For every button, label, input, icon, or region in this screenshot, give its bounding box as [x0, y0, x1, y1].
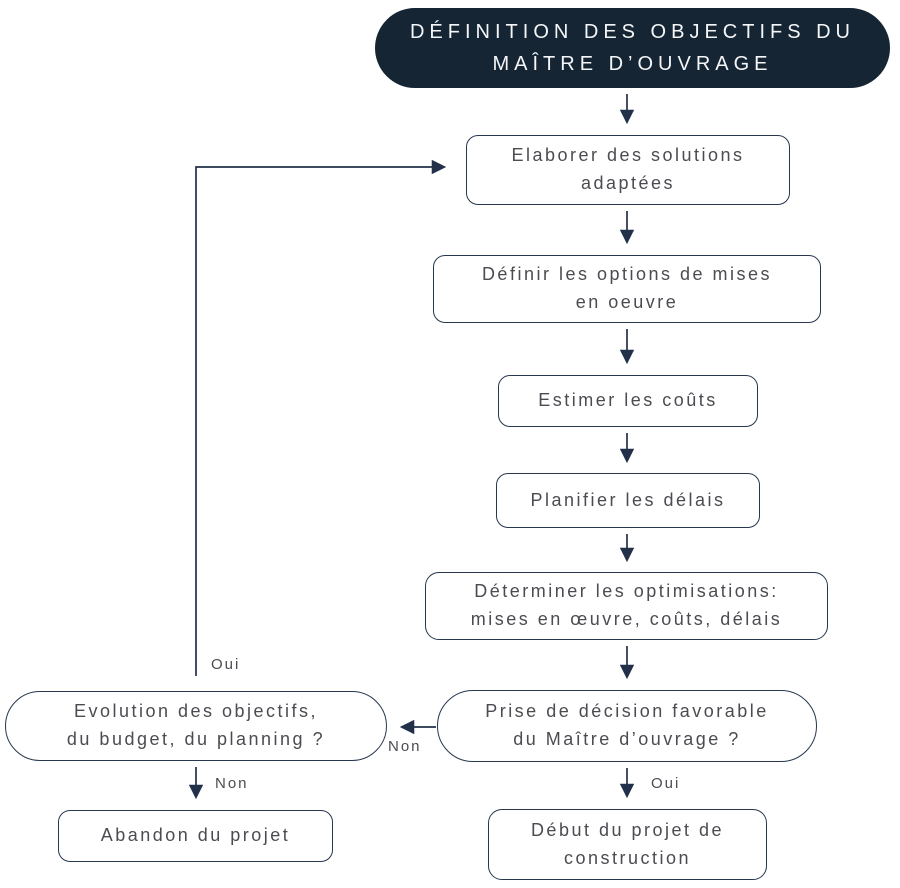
- node-abandon-projet: Abandon du projet: [58, 810, 333, 862]
- node-debut-projet: Début du projet de construction: [488, 809, 767, 880]
- node-decision-favorable: Prise de décision favorable du Maître d’…: [437, 690, 817, 762]
- edge-label-non-evolution: Non: [215, 775, 249, 792]
- node-determiner-optimisations: Déterminer les optimisations: mises en œ…: [425, 572, 828, 640]
- node-definition-objectifs: DÉFINITION DES OBJECTIFS DU MAÎTRE D’OUV…: [375, 8, 890, 88]
- edge-label-non-decision: Non: [388, 738, 422, 755]
- edge-label-oui-feedback: Oui: [211, 656, 241, 673]
- node-definir-options: Définir les options de mises en oeuvre: [433, 255, 821, 323]
- arrow-evolution-feedback-to-elaborer: [195, 159, 447, 676]
- node-estimer-couts: Estimer les coûts: [498, 375, 758, 427]
- node-elaborer-solutions: Elaborer des solutions adaptées: [466, 135, 790, 205]
- node-planifier-delais: Planifier les délais: [496, 473, 760, 528]
- node-evolution-objectifs: Evolution des objectifs, du budget, du p…: [5, 691, 387, 761]
- edge-label-oui-decision: Oui: [651, 775, 681, 792]
